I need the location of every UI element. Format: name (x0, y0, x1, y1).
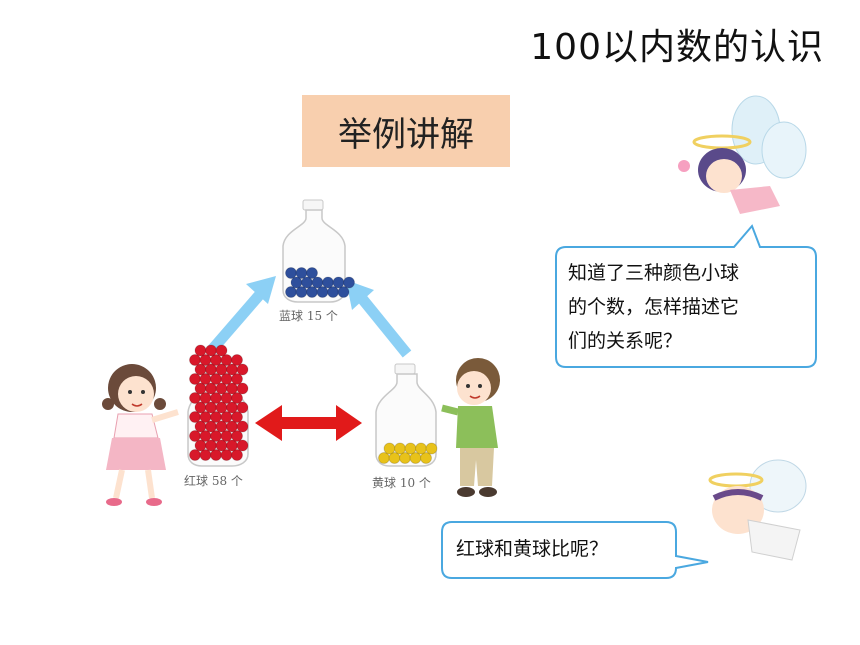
ball (236, 401, 249, 414)
ball (332, 276, 345, 289)
ball (285, 267, 297, 279)
page-title: 100以内数的认识 (530, 27, 824, 68)
ball (425, 442, 438, 455)
ball (404, 442, 417, 455)
ball (236, 420, 249, 433)
ball (383, 442, 396, 455)
ball (236, 363, 249, 376)
ball (231, 392, 243, 404)
top-bubble-line: 的个数，怎样描述它 (568, 296, 740, 318)
ball (215, 344, 228, 357)
top-bubble-line: 知道了三种颜色小球 (568, 262, 740, 284)
ball (306, 267, 318, 279)
example-section-text: 举例讲解 (338, 114, 474, 155)
ball (231, 430, 243, 442)
ball (231, 373, 243, 385)
ball (231, 449, 243, 461)
ball (343, 276, 355, 289)
ball (420, 452, 432, 464)
right-up-arrow (346, 280, 412, 358)
bottom-bubble-text: 红球和黄球比呢？ (456, 538, 609, 560)
ball (337, 286, 350, 298)
ball (394, 442, 406, 455)
boy-character (441, 358, 500, 497)
top-bubble-line: 们的关系呢？ (568, 330, 683, 352)
example-section-label: 举例讲解 (302, 95, 510, 167)
ball (295, 267, 308, 279)
girl-character (102, 364, 179, 506)
top-bubble-text: 知道了三种颜色小球 的个数，怎样描述它 们的关系呢？ (568, 256, 739, 358)
red-ball-jar (187, 344, 249, 467)
angel-top (678, 95, 807, 214)
blue-jar-label: 蓝球 15 个 (279, 309, 338, 323)
ball (194, 344, 207, 357)
red-jar-label: 红球 58 个 (184, 474, 243, 488)
angel-bottom (708, 459, 807, 561)
ball (415, 442, 427, 455)
ball (231, 354, 243, 366)
ball (231, 411, 243, 423)
blue-ball-jar (282, 199, 355, 303)
ball (236, 439, 249, 452)
ball (322, 276, 334, 289)
yellow-ball-jar (375, 363, 438, 467)
double-arrow (255, 405, 362, 441)
left-up-arrow (205, 276, 276, 356)
ball (205, 344, 217, 357)
ball (236, 382, 249, 395)
top-speech-bubble (555, 224, 817, 368)
yellow-jar-label: 黄球 10 个 (372, 476, 431, 490)
bottom-speech-bubble (441, 521, 709, 579)
